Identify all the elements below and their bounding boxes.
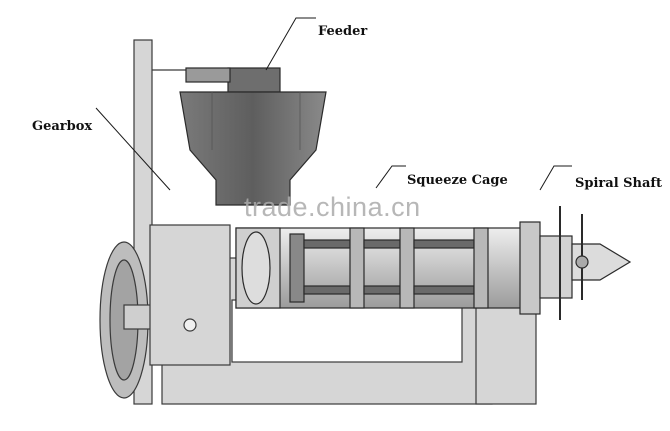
spiral-shaft-leader bbox=[539, 165, 572, 191]
feeder-leader bbox=[265, 17, 316, 71]
feeder-label: Feeder bbox=[318, 24, 368, 39]
callout-lines bbox=[95, 17, 572, 191]
squeeze-cage bbox=[235, 227, 537, 309]
gearbox-leader bbox=[95, 107, 171, 191]
watermark: trade.china.cn bbox=[244, 192, 421, 222]
spiral-shaft bbox=[519, 206, 632, 320]
spiral-shaft-label: Spiral Shaft bbox=[575, 176, 663, 191]
squeeze-cage-label: Squeeze Cage bbox=[407, 173, 508, 188]
squeeze-cage-leader bbox=[375, 165, 406, 189]
gearbox-label: Gearbox bbox=[32, 119, 93, 134]
gearbox bbox=[99, 39, 236, 405]
feeder-hopper bbox=[179, 67, 327, 206]
